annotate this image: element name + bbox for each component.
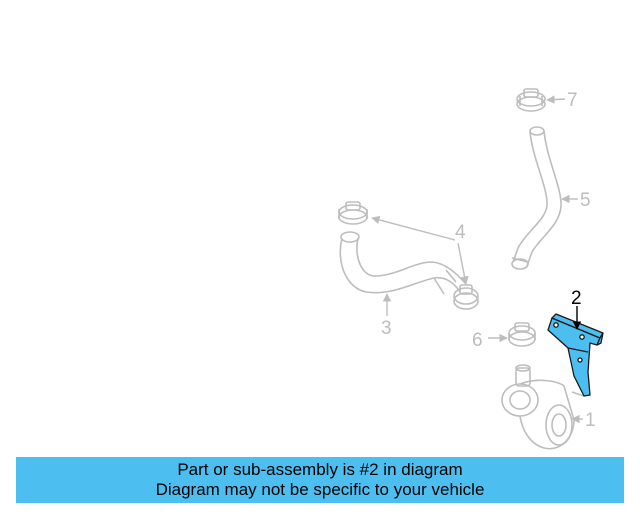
clamp-part-4-upper xyxy=(338,201,368,225)
hose-part-5 xyxy=(511,126,562,270)
callout-2: 2 xyxy=(571,288,582,309)
clamp-part-7 xyxy=(516,88,546,112)
pump-part-1 xyxy=(501,364,585,450)
clamp-part-4-lower xyxy=(453,284,479,310)
clamp-part-6 xyxy=(508,322,536,347)
parts-diagram: 7 5 4 3 6 xyxy=(338,88,604,450)
leader-4-a xyxy=(371,215,456,241)
banner-disclaimer: Diagram may not be specific to your vehi… xyxy=(155,480,485,499)
callout-1: 1 xyxy=(585,410,596,431)
callout-5: 5 xyxy=(580,190,591,211)
bracket-part-2 xyxy=(547,313,604,397)
info-banner: Part or sub-assembly is #2 in diagram Di… xyxy=(16,457,624,503)
leader-7 xyxy=(546,95,566,104)
callout-7: 7 xyxy=(567,90,578,111)
callout-4: 4 xyxy=(455,222,466,243)
banner-part-note: Part or sub-assembly is #2 in diagram xyxy=(177,460,463,479)
hose-part-3 xyxy=(339,231,467,295)
callout-3: 3 xyxy=(381,318,392,339)
callout-6: 6 xyxy=(472,330,483,351)
leader-4-b xyxy=(457,242,469,285)
